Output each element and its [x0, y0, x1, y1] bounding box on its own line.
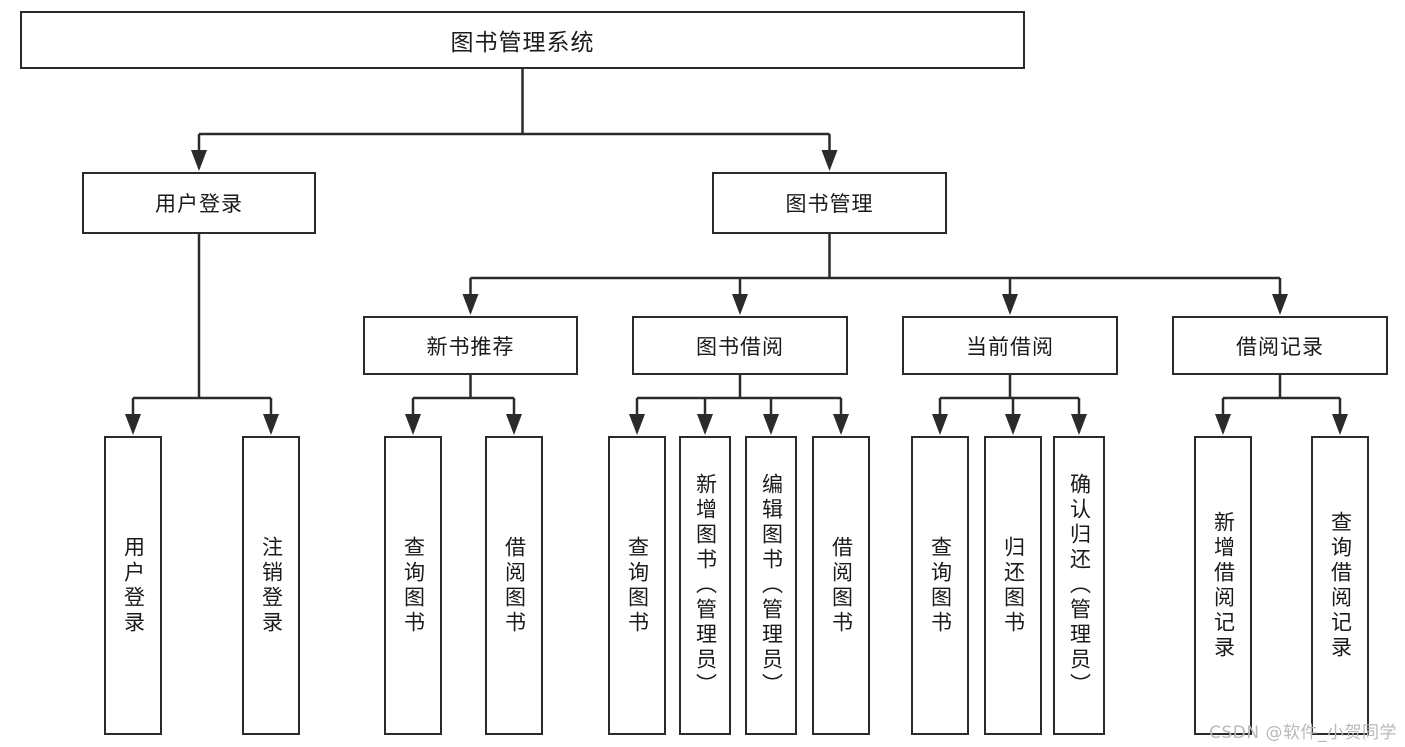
node-label: 新增图书（管理员）	[693, 473, 718, 698]
node-leaf-user-login[interactable]: 用户登录	[104, 436, 162, 735]
node-label: 借阅图书	[502, 535, 527, 636]
node-label: 注销登录	[259, 535, 284, 636]
node-label: 查询图书	[928, 535, 953, 636]
node-label: 查询图书	[625, 535, 650, 636]
node-label: 图书管理	[785, 192, 874, 216]
node-label: 新增借阅记录	[1211, 510, 1236, 661]
node-label: 查询借阅记录	[1328, 510, 1353, 661]
arrowhead	[697, 414, 713, 435]
node-leaf-edit-book-admin[interactable]: 编辑图书（管理员）	[745, 436, 797, 735]
node-label: 当前借阅	[966, 334, 1054, 359]
node-label: 确认归还（管理员）	[1067, 473, 1092, 698]
node-label: 用户登录	[121, 535, 146, 636]
node-leaf-return-books[interactable]: 归还图书	[984, 436, 1042, 735]
arrowhead	[462, 294, 479, 315]
arrowhead	[1005, 414, 1021, 435]
arrowhead	[932, 414, 948, 435]
node-root[interactable]: 图书管理系统	[20, 11, 1025, 69]
arrowhead	[833, 414, 849, 435]
arrowhead	[1002, 294, 1018, 315]
arrowhead	[263, 414, 279, 435]
node-leaf-query-books-3[interactable]: 查询图书	[911, 436, 969, 735]
node-new-book-recommend[interactable]: 新书推荐	[363, 316, 578, 375]
arrowhead	[629, 414, 645, 435]
node-label: 编辑图书（管理员）	[759, 473, 784, 698]
node-label: 借阅记录	[1236, 334, 1324, 359]
arrowhead	[405, 414, 421, 435]
node-book-borrow[interactable]: 图书借阅	[632, 316, 848, 375]
node-label: 新书推荐	[426, 334, 515, 359]
node-label: 借阅图书	[829, 535, 854, 636]
node-book-management[interactable]: 图书管理	[712, 172, 947, 234]
edge-group-user-login	[125, 234, 279, 435]
arrowhead	[1272, 294, 1288, 315]
node-leaf-query-borrow-record[interactable]: 查询借阅记录	[1311, 436, 1369, 735]
edge-group-new-book-recommend	[405, 375, 522, 435]
node-label: 图书管理系统	[450, 30, 595, 56]
arrowhead	[125, 414, 141, 435]
node-user-login[interactable]: 用户登录	[82, 172, 316, 234]
node-leaf-query-books-2[interactable]: 查询图书	[608, 436, 666, 735]
node-leaf-add-book-admin[interactable]: 新增图书（管理员）	[679, 436, 731, 735]
arrowhead	[191, 150, 207, 171]
arrowhead	[1332, 414, 1348, 435]
arrowhead	[1071, 414, 1087, 435]
node-leaf-add-borrow-record[interactable]: 新增借阅记录	[1194, 436, 1252, 735]
node-current-borrow[interactable]: 当前借阅	[902, 316, 1118, 375]
node-label: 图书借阅	[696, 334, 784, 359]
node-borrow-record[interactable]: 借阅记录	[1172, 316, 1388, 375]
node-leaf-borrow-books-2[interactable]: 借阅图书	[812, 436, 870, 735]
arrowhead	[1215, 414, 1231, 435]
edge-group-borrow-record	[1215, 375, 1348, 435]
node-label: 用户登录	[155, 192, 243, 216]
arrowhead	[821, 150, 838, 171]
node-leaf-borrow-books-1[interactable]: 借阅图书	[485, 436, 543, 735]
node-leaf-logout[interactable]: 注销登录	[242, 436, 300, 735]
arrowhead	[732, 294, 748, 315]
node-leaf-query-books-1[interactable]: 查询图书	[384, 436, 442, 735]
node-label: 归还图书	[1001, 535, 1026, 636]
edge-group-book-management	[462, 234, 1288, 315]
node-label: 查询图书	[401, 535, 426, 636]
edge-group-book-borrow	[629, 375, 849, 435]
arrowhead	[763, 414, 779, 435]
node-leaf-confirm-return-admin[interactable]: 确认归还（管理员）	[1053, 436, 1105, 735]
arrowhead	[506, 414, 522, 435]
edge-group-current-borrow	[932, 375, 1087, 435]
edge-group-root	[191, 69, 838, 171]
